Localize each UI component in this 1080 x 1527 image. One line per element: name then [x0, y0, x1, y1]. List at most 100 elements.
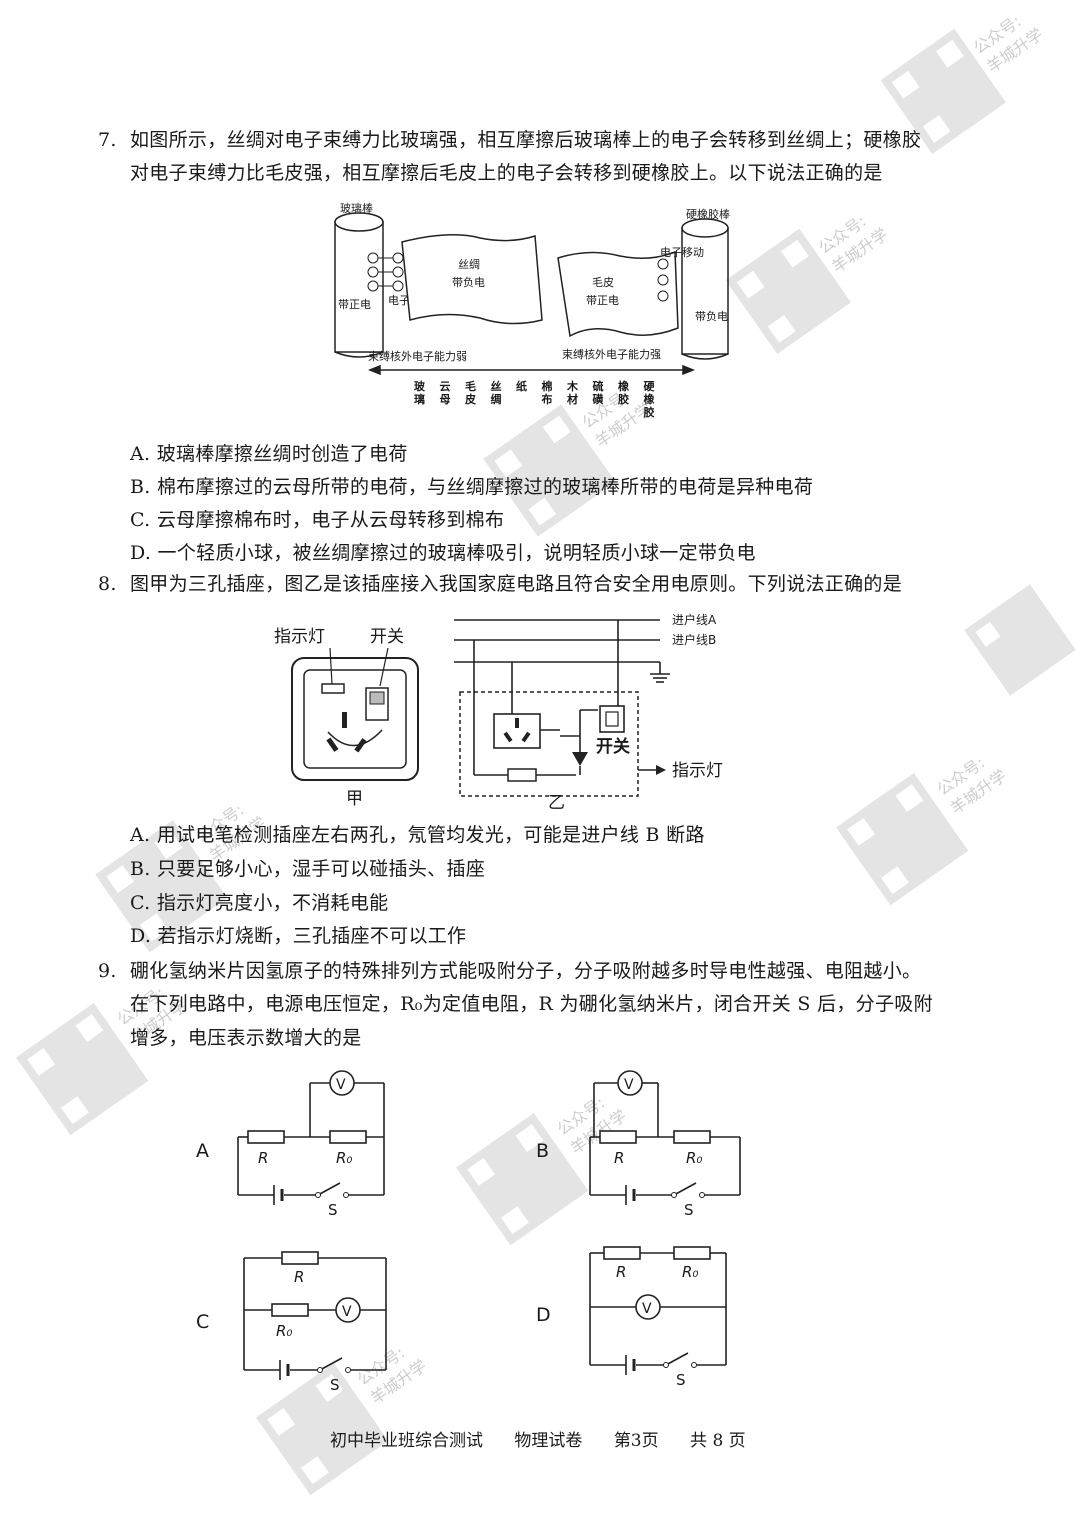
q7-option-a[interactable]: A. 玻璃棒摩擦丝绸时创造了电荷	[130, 438, 408, 471]
q7-option-d[interactable]: D. 一个轻质小球，被丝绸摩擦过的玻璃棒吸引，说明轻质小球一定带负电	[130, 537, 756, 570]
resistor-r-icon	[247, 1130, 285, 1144]
watermark: 公众号: 羊城升学	[470, 360, 690, 537]
option-label: C.	[130, 509, 151, 531]
silk-label: 丝绸	[458, 257, 480, 271]
glass-rod	[334, 212, 384, 358]
fur-charge-label: 带正电	[586, 294, 619, 307]
fur-cloth	[557, 250, 679, 338]
qr-watermark-icon: 公众号: 羊城升学	[483, 386, 655, 537]
figure-jia-caption: 甲	[346, 789, 363, 809]
option-label: D.	[130, 542, 152, 564]
q7-option-b[interactable]: B. 棉布摩擦过的云母所带的电荷，与丝绸摩擦过的玻璃棒所带的电荷是异种电荷	[130, 471, 813, 504]
option-label: A.	[130, 443, 151, 465]
material-item: 硬橡胶	[644, 380, 656, 419]
qr-watermark-icon: 公众号: 羊城升学	[880, 12, 1046, 154]
switch-label: 开关	[370, 627, 404, 647]
voltmeter-icon	[635, 1294, 661, 1320]
switch-s-label: S	[330, 1376, 340, 1394]
option-text: 若指示灯烧断，三孔插座不可以工作	[157, 925, 467, 947]
q8-wiring-figure: 开关 进户线A 进户线B 指示灯 乙	[454, 612, 723, 813]
qr-watermark-icon: 公众号: 羊城升学	[725, 212, 891, 354]
material-item: 橡胶	[618, 379, 629, 406]
q8-option-c[interactable]: C. 指示灯亮度小，不消耗电能	[130, 887, 388, 920]
resistor-r-icon	[603, 1246, 641, 1260]
option-label: A.	[130, 824, 151, 846]
option-text: 指示灯亮度小，不消耗电能	[156, 892, 389, 914]
q7-friction-figure: 玻璃棒 带正电 电子移动 丝绸 带负电 毛皮 带正电 电子移动 硬橡胶棒 带负电…	[334, 201, 730, 419]
footer-page: 第3页	[613, 1431, 659, 1451]
rocker-switch-icon	[365, 687, 389, 721]
option-text: 只要足够小心，湿手可以碰插头、插座	[156, 858, 486, 880]
silk-charge-label: 带负电	[452, 275, 485, 289]
material-item: 纸	[516, 379, 527, 393]
circuit-label-c: C	[196, 1311, 209, 1333]
qr-watermark-icon: 公众号: 羊城升学	[456, 1093, 630, 1246]
q8-number: 8.	[98, 573, 117, 595]
switch-s-label: S	[684, 1201, 694, 1219]
circuit-label-b: B	[536, 1140, 549, 1162]
r0-label: R₀	[686, 1149, 702, 1167]
circuit-a[interactable]: A V R R₀ S	[190, 1065, 410, 1219]
hard-rubber-label: 硬橡胶棒	[686, 207, 730, 221]
q7-number: 7.	[98, 129, 117, 151]
q9-stem-line3: 增多，电压表示数增大的是	[130, 1027, 362, 1049]
circuit-d[interactable]: D V R R₀ S	[530, 1235, 760, 1389]
indicator-lamp-icon	[321, 683, 345, 694]
q7-stem-line1: 如图所示，丝绸对电子束缚力比玻璃强，相互摩擦后玻璃棒上的电子会转移到丝绸上；硬橡…	[130, 129, 922, 151]
q7-option-c[interactable]: C. 云母摩擦棉布时，电子从云母转移到棉布	[130, 504, 504, 537]
q7-stem-line2: 对电子束缚力比毛皮强，相互摩擦后毛皮上的电子会转移到硬橡胶上。以下说法正确的是	[130, 162, 883, 184]
line-a-label: 进户线A	[672, 612, 717, 627]
q9-stem-line2: 在下列电路中，电源电压恒定，R₀为定值电阻，R 为硼化氢纳米片，闭合开关 S 后…	[130, 993, 933, 1015]
resistor-r-icon	[599, 1130, 637, 1144]
switch-s-label: S	[676, 1371, 686, 1389]
q9-number: 9.	[98, 960, 117, 982]
footer-subject: 物理试卷	[514, 1431, 583, 1451]
indicator-light-label: 指示灯	[274, 627, 325, 647]
resistor-r0-icon	[673, 1130, 711, 1144]
line-b-label: 进户线B	[672, 632, 716, 647]
q8-option-a[interactable]: A. 用试电笔检测插座左右两孔，氖管均发光，可能是进户线 B 断路	[130, 819, 705, 852]
r0-label: R₀	[336, 1149, 352, 1167]
watermark: 公众号: 羊城升学	[240, 1300, 490, 1496]
qr-watermark-icon: 公众号: 羊城升学	[256, 1343, 430, 1496]
circuit-label-a: A	[196, 1140, 209, 1162]
r-label: R	[614, 1149, 624, 1167]
material-item: 云母	[440, 380, 451, 406]
glass-rod-label: 玻璃棒	[340, 201, 373, 215]
circuit-c[interactable]: C V R R₀ S	[190, 1240, 410, 1394]
watermark: 公众号: 羊城升学	[0, 940, 250, 1136]
circuit-b[interactable]: B V R R₀ S	[530, 1065, 760, 1219]
resistor-r0-icon	[329, 1130, 367, 1144]
q8-option-d[interactable]: D. 若指示灯烧断，三孔插座不可以工作	[130, 920, 466, 953]
electrons-left	[367, 252, 404, 292]
voltmeter-label: V	[336, 1077, 346, 1093]
resistor-r0-icon	[271, 1303, 309, 1317]
footer-exam: 初中毕业班综合测试	[330, 1431, 483, 1451]
watermark: 公众号: 羊城升学	[720, 200, 900, 354]
footer-total: 共 8 页	[690, 1431, 746, 1451]
material-item: 硫磺	[593, 379, 604, 406]
weak-binding-label: 束缚核外电子能力弱	[368, 349, 467, 363]
page-footer: 初中毕业班综合测试 物理试卷 第3页 共 8 页	[330, 1426, 772, 1451]
voltmeter-label: V	[642, 1301, 652, 1317]
hard-rubber-rod	[681, 218, 729, 360]
led-icon	[572, 752, 588, 766]
binding-axis-arrow	[367, 364, 696, 376]
electrons-right	[657, 258, 669, 302]
strong-binding-label: 束缚核外电子能力强	[562, 347, 661, 361]
q8-stem-line1: 图甲为三孔插座，图乙是该插座接入我国家庭电路且符合安全用电原则。下列说法正确的是	[130, 573, 903, 595]
socket-top-hole	[342, 712, 347, 728]
socket-enclosure	[459, 691, 639, 797]
r0-label: R₀	[682, 1263, 698, 1281]
circuit-label-d: D	[536, 1304, 551, 1326]
q9-stem-line1: 硼化氢纳米片因氢原子的特殊排列方式能吸附分子，分子吸附越多时导电性越强、电阻越小…	[130, 960, 922, 982]
wiring-indicator-label: 指示灯	[672, 761, 723, 781]
option-text: 一个轻质小球，被丝绸摩擦过的玻璃棒吸引，说明轻质小球一定带负电	[157, 542, 756, 564]
option-label: B.	[130, 476, 151, 498]
q8-option-b[interactable]: B. 只要足够小心，湿手可以碰插头、插座	[130, 853, 485, 886]
r-label: R	[294, 1268, 304, 1286]
qr-watermark-icon: 公众号: 羊城升学	[836, 753, 1010, 906]
silk-cloth	[401, 234, 543, 325]
watermark: 公众号: 羊城升学	[440, 1050, 690, 1246]
resistor-icon	[507, 768, 537, 782]
